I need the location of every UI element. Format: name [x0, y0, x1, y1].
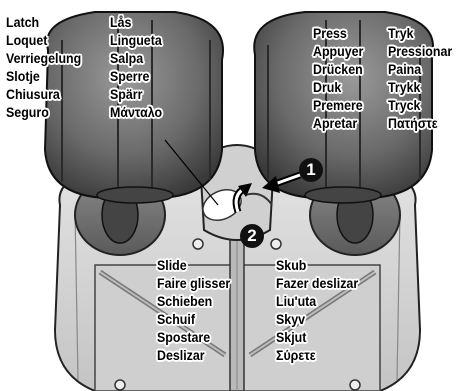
slide-label: Deslizar — [157, 347, 230, 365]
press-label: Apretar — [313, 115, 363, 133]
latch-label: Salpa — [110, 50, 162, 68]
latch-label-list: Latch Loquet Verriegelung Slotje Chiusur… — [6, 14, 81, 122]
latch-label: Lås — [110, 14, 162, 32]
press-label-list-2: Tryk Pressionar Paina Trykk Tryck Πατήστ… — [388, 25, 452, 133]
slide-label: Skyv — [276, 311, 358, 329]
slide-label: Σύρετε — [276, 347, 358, 365]
slide-label: Fazer deslizar — [276, 275, 358, 293]
latch-label-list-2: Lås Lingueta Salpa Sperre Spärr Μάνταλο — [110, 14, 162, 122]
step-1-number: 1 — [303, 161, 319, 178]
latch-label: Seguro — [6, 104, 81, 122]
slide-label: Skub — [276, 257, 358, 275]
step-2-number: 2 — [244, 227, 260, 244]
latch-label: Loquet — [6, 32, 81, 50]
latch-label: Slotje — [6, 68, 81, 86]
latch-label: Verriegelung — [6, 50, 81, 68]
press-label: Druk — [313, 79, 363, 97]
latch-label: Chiusura — [6, 86, 81, 104]
press-label: Πατήστε — [388, 115, 452, 133]
press-label: Tryk — [388, 25, 452, 43]
press-label: Premere — [313, 97, 363, 115]
latch-label: Sperre — [110, 68, 162, 86]
latch-label: Spärr — [110, 86, 162, 104]
slide-label-list: Slide Faire glisser Schieben Schuif Spos… — [157, 257, 230, 365]
latch-label: Latch — [6, 14, 81, 32]
press-label: Trykk — [388, 79, 452, 97]
slide-label: Liu'uta — [276, 293, 358, 311]
slide-label-list-2: Skub Fazer deslizar Liu'uta Skyv Skjut Σ… — [276, 257, 358, 365]
press-label: Pressionar — [388, 43, 452, 61]
slide-label: Slide — [157, 257, 230, 275]
slide-label: Spostare — [157, 329, 230, 347]
press-label: Drücken — [313, 61, 363, 79]
latch-label: Μάνταλο — [110, 104, 162, 122]
press-label-list: Press Appuyer Drücken Druk Premere Apret… — [313, 25, 363, 133]
slide-label: Skjut — [276, 329, 358, 347]
press-label: Tryck — [388, 97, 452, 115]
slide-label: Faire glisser — [157, 275, 230, 293]
slide-label: Schieben — [157, 293, 230, 311]
latch-label: Lingueta — [110, 32, 162, 50]
slide-label: Schuif — [157, 311, 230, 329]
press-label: Appuyer — [313, 43, 363, 61]
press-label: Press — [313, 25, 363, 43]
press-label: Paina — [388, 61, 452, 79]
